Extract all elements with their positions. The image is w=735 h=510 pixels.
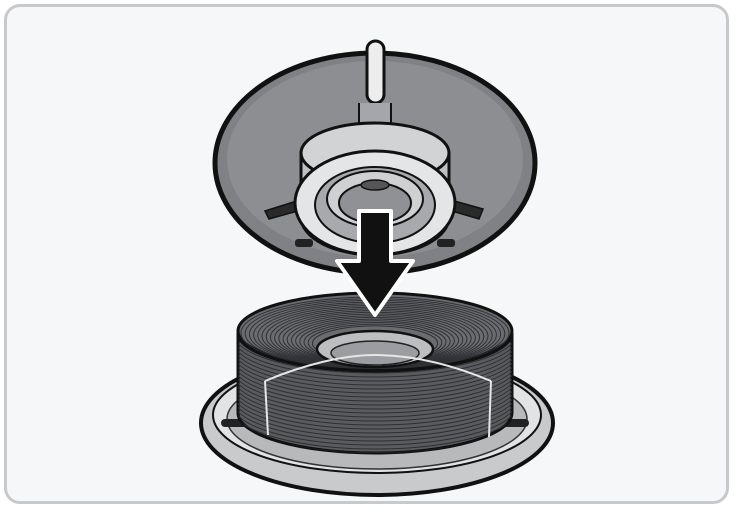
cap-slot xyxy=(367,41,384,103)
illustration-panel xyxy=(4,4,729,504)
spool-assembly-diagram xyxy=(7,7,729,504)
